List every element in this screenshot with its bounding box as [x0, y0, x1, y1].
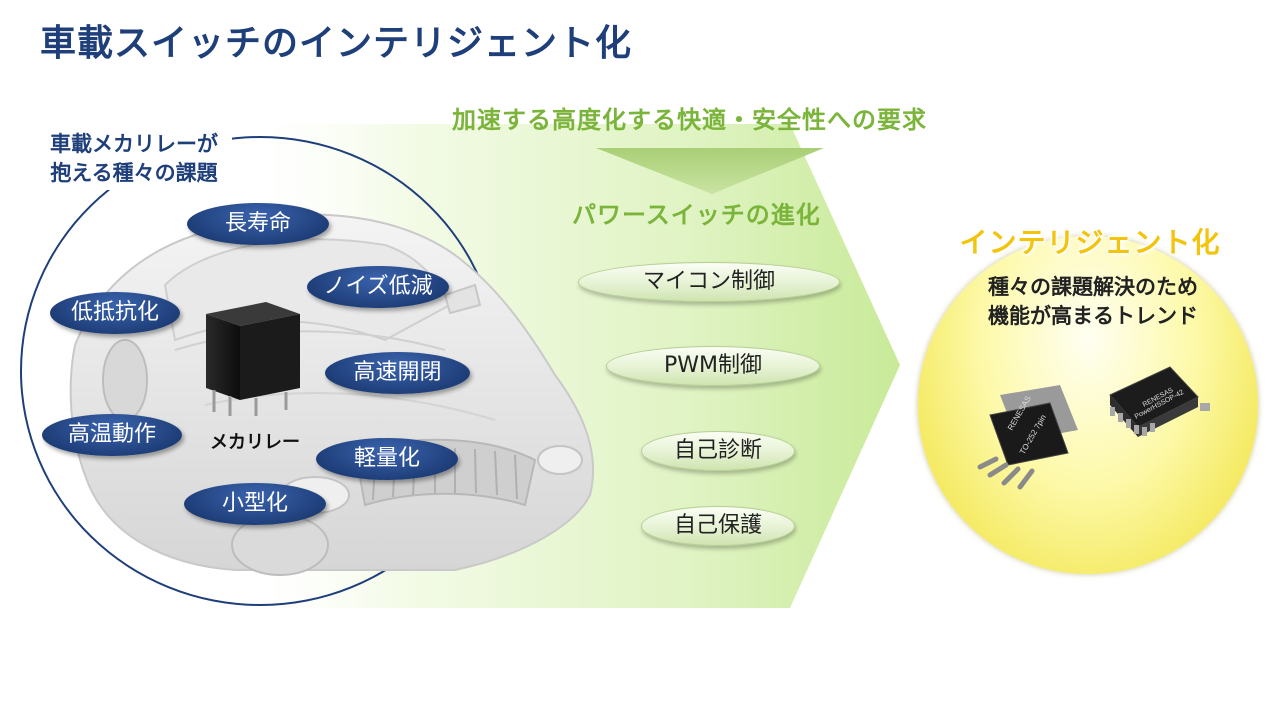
car-illustration — [69, 213, 594, 576]
issue-high-temp-operation: 高温動作 — [42, 414, 182, 456]
issue-low-resistance: 低抵抗化 — [50, 292, 180, 334]
feature-pwm-control: PWM制御 — [606, 346, 820, 386]
intelligent-title: インテリジェント化 — [959, 226, 1221, 259]
intelligent-desc-line1: 種々の課題解決のため — [988, 275, 1198, 299]
feature-self-protection: 自己保護 — [641, 506, 795, 546]
relay-icon — [206, 302, 300, 416]
feature-self-diagnosis: 自己診断 — [641, 431, 795, 471]
issue-fast-switching: 高速開閉 — [325, 352, 470, 394]
issue-lightweight: 軽量化 — [316, 438, 458, 480]
evolution-text: パワースイッチの進化 — [572, 201, 821, 229]
issue-miniaturization: 小型化 — [184, 483, 326, 525]
issue-noise-reduction: ノイズ低減 — [307, 266, 449, 308]
chip-images: RENESAS TO-252 7pin RENESAS PowerHSSOP-4… — [977, 366, 1210, 490]
intelligent-desc-line2: 機能が高まるトレンド — [988, 304, 1198, 328]
feature-mcu-control: マイコン制御 — [578, 262, 840, 302]
issues-label-line2: 抱える種々の課題 — [50, 161, 218, 185]
page-title: 車載スイッチのインテリジェント化 — [40, 23, 633, 64]
intelligent-description: 種々の課題解決のため 機能が高まるトレンド — [948, 273, 1238, 331]
demand-text: 加速する高度化する快適・安全性への要求 — [452, 106, 927, 134]
relay-label: メカリレー — [210, 432, 300, 453]
chip-hssop: RENESAS PowerHSSOP-42 — [1109, 366, 1210, 437]
chip-to252: RENESAS TO-252 7pin — [977, 385, 1078, 490]
issues-label-line1: 車載メカリレーが — [50, 132, 218, 156]
issue-long-life: 長寿命 — [187, 203, 329, 245]
issues-label: 車載メカリレーが 抱える種々の課題 — [36, 128, 232, 190]
